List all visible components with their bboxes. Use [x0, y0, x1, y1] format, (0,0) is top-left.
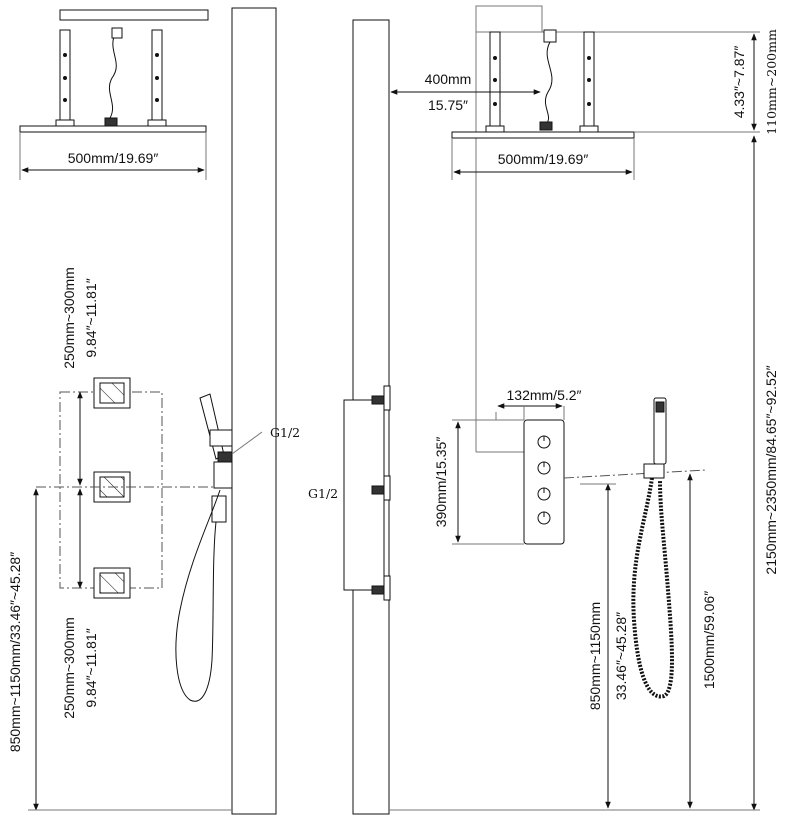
in-wall-box — [343, 385, 391, 601]
right-arm-mm-label: 400mm — [425, 71, 472, 87]
body-jets — [59, 377, 163, 599]
right-shower-width-label: 500mm/19.69″ — [498, 151, 589, 167]
right-drop-in-label: 4.33″~7.87″ — [731, 46, 747, 119]
body-jet-icon — [93, 377, 131, 409]
left-hand-shower-icon — [175, 393, 233, 702]
left-height-label: 850mm~1150mm/33.46″~45.28″ — [7, 552, 23, 752]
valve-width-label: 132mm/5.2″ — [507, 387, 582, 403]
right-rain-shower-icon — [451, 29, 635, 139]
body-jet-icon — [93, 567, 131, 599]
right-arm-in-label: 15.75″ — [428, 97, 468, 113]
left-rain-shower-icon — [19, 9, 209, 133]
right-total-height-label: 2150mm~2350mm/84.65″~92.52″ — [763, 365, 779, 574]
hand-shower-icon — [631, 397, 674, 699]
thermostatic-valve-icon — [523, 419, 565, 545]
valve-floor-mm-label: 850mm~1150mm — [587, 602, 603, 710]
holder-height-label: 1500mm/59.06″ — [701, 591, 717, 689]
left-g12-label: G1/2 — [270, 425, 300, 440]
left-wall — [231, 7, 277, 815]
right-drop-mm-label: 110mm~200mm — [764, 29, 779, 135]
valve-floor-in-label: 33.46″~45.28″ — [613, 612, 629, 700]
right-g12-label: G1/2 — [308, 486, 338, 501]
valve-height-label: 390mm/15.35″ — [433, 437, 449, 528]
left-spacing-top-mm: 250mm~300mm — [61, 267, 77, 369]
left-spacing-bottom-mm: 250mm~300mm — [61, 617, 77, 719]
left-spacing-bottom-in: 9.84″~11.81″ — [83, 628, 99, 707]
left-spacing-top-in: 9.84″~11.81″ — [83, 278, 99, 357]
left-shower-width-label: 500mm/19.69″ — [68, 150, 159, 166]
